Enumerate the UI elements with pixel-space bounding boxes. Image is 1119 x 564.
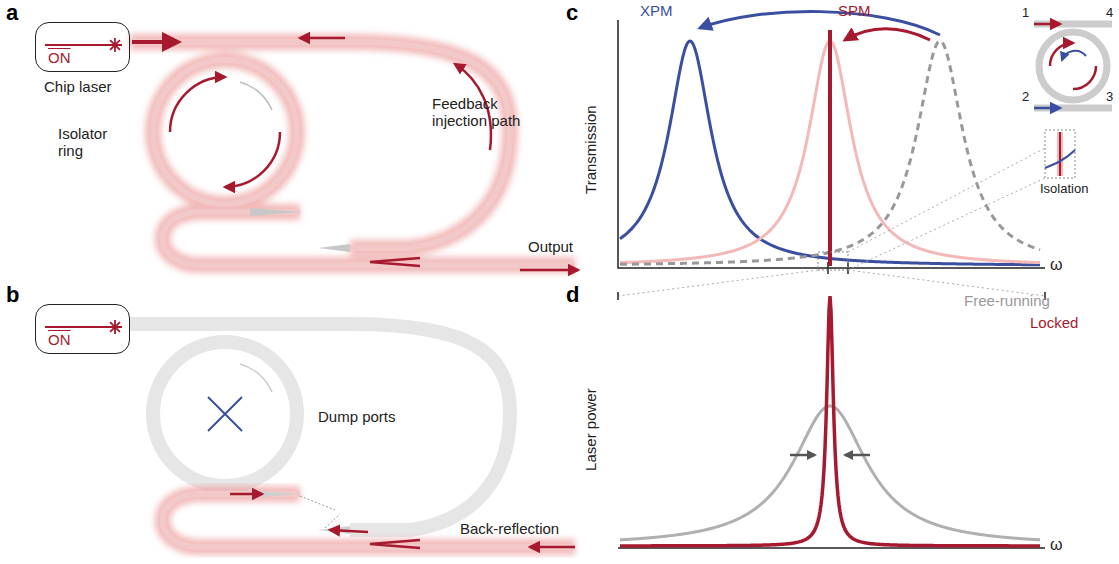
panel-letter: a: [6, 0, 18, 25]
device-label: Chip laser: [44, 79, 112, 96]
part-label: Isolator ring: [58, 125, 128, 160]
panel-letter: d: [566, 282, 579, 307]
laser-box: ONChip laser: [35, 22, 130, 72]
port-label: Back-reflection: [460, 520, 559, 537]
axis-label: ω: [1050, 536, 1063, 554]
port-number: 2: [1022, 90, 1029, 105]
effect-label: SPM: [838, 2, 871, 19]
panel-letter: b: [6, 282, 19, 307]
panel-letter: c: [566, 0, 578, 25]
axis-label: ω: [1050, 256, 1063, 274]
axis-label: Laser power: [581, 389, 598, 472]
port-number: 4: [1106, 6, 1113, 21]
panel-d-plot: [618, 270, 1045, 548]
trace-label: Locked: [1030, 314, 1078, 331]
panel-c-plot: [618, 12, 1112, 274]
trace-label: Free-running: [964, 292, 1050, 309]
port-number: 3: [1106, 90, 1113, 105]
switch-label: ON: [48, 50, 71, 67]
port-label: Output: [528, 238, 573, 255]
panel-a-device: [130, 38, 578, 270]
switch-label: ON: [48, 332, 71, 349]
laser-box: ON: [35, 304, 130, 354]
axis-label: Transmission: [581, 106, 598, 195]
panel-b-device: [130, 324, 575, 548]
port-number: 1: [1022, 6, 1029, 21]
part-label: Feedback injection path: [432, 95, 547, 130]
effect-label: XPM: [640, 2, 673, 19]
laser-symbols: [45, 38, 122, 334]
inset-label: Isolation: [1040, 182, 1088, 197]
port-label: Dump ports: [318, 408, 396, 425]
